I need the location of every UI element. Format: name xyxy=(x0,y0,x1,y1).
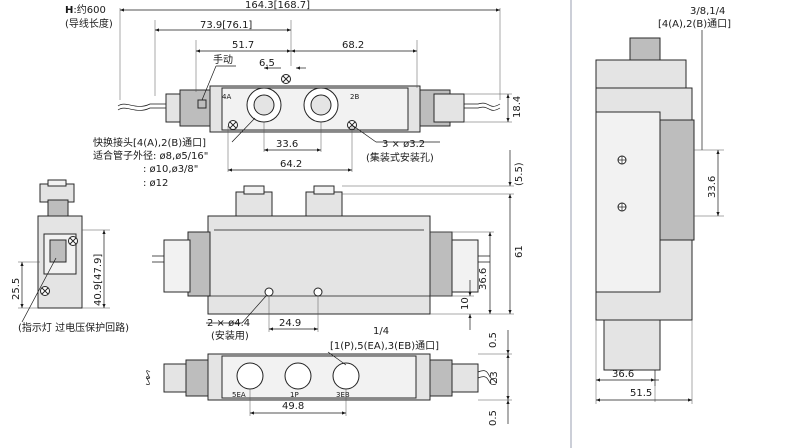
dim-40-9: 40.9[47.9] xyxy=(93,254,104,306)
dim-24-9: 24.9 xyxy=(279,318,301,329)
mount-screw-icon xyxy=(281,74,291,84)
top-view: 4A 2B H:约600 (导线长度) 164.3[168.7] 73.9[76… xyxy=(65,0,523,189)
dim-33-6: 33.6 xyxy=(276,139,298,150)
dim-overall-length: 164.3[168.7] xyxy=(245,0,310,11)
dim-18-4: 18.4 xyxy=(512,96,523,118)
dim-68-2: 68.2 xyxy=(342,40,364,51)
dim-23: 23 xyxy=(489,371,500,384)
indicator-note: (指示灯 过电压保护回路) xyxy=(18,321,129,334)
front-view: (5.5) 61 36.6 10 2 × ø4.4 (安装用) 24.9 xyxy=(152,150,525,342)
wire-length-label: H:约600 xyxy=(65,3,106,16)
port-5ea-label: 5EA xyxy=(232,391,246,399)
mount-hole-icon xyxy=(313,287,323,297)
side-view: 3/8,1/4 [4(A),2(B)通口] 33.6 36.6 51.5 xyxy=(595,6,731,404)
dim-6-5: 6.5 xyxy=(259,58,275,69)
dim-51-7: 51.7 xyxy=(232,40,254,51)
dim-10: 10 xyxy=(460,297,471,310)
mount-hole-icon xyxy=(264,287,274,297)
side-dim-51-5: 51.5 xyxy=(630,388,652,399)
manual-override-label: 手动 xyxy=(213,53,233,66)
coil-front-left xyxy=(187,231,211,297)
left-view: 25.5 40.9[47.9] (指示灯 过电压保护回路) xyxy=(11,179,129,334)
lead-wire-right xyxy=(464,102,501,107)
port-4a-label: 4A xyxy=(222,93,231,101)
mount-screw-icon xyxy=(68,236,78,246)
dim-0-5-top: 0.5 xyxy=(488,332,499,348)
port-5ea-icon xyxy=(236,362,264,390)
side-dim-33-6: 33.6 xyxy=(707,176,718,198)
side-dim-36-6: 36.6 xyxy=(612,369,634,380)
fitting-side-top xyxy=(39,183,75,203)
port-1p-label: 1P xyxy=(290,391,299,399)
indicator-lamp-icon xyxy=(49,239,67,263)
fitting-callout-line3: : ø10,ø3/8" xyxy=(143,164,198,175)
mount-screw-icon xyxy=(228,120,238,130)
mount-holes-note: (安装用) xyxy=(211,329,249,342)
valve-body-front xyxy=(207,215,431,315)
coil-front-right xyxy=(429,231,453,297)
dim-25-5: 25.5 xyxy=(11,278,22,300)
lead-wire-left xyxy=(117,103,166,107)
lead-wire-bottom-left xyxy=(145,370,151,379)
bottom-view: 5EA 1P 3EB 1/4 [1(P),5(EA),3(EB)通口] 49.8… xyxy=(145,326,512,426)
bottom-port-size: 1/4 xyxy=(373,326,389,337)
dim-64-2: 64.2 xyxy=(280,159,302,170)
fitting-callout-line2: 适合管子外径: ø8,ø5/16" xyxy=(93,149,208,162)
dim-73-9: 73.9[76.1] xyxy=(200,20,252,31)
dim-5-5: (5.5) xyxy=(514,162,525,186)
port-2b-label: 2B xyxy=(350,93,359,101)
port-3eb-icon xyxy=(332,362,360,390)
side-ports-note: [4(A),2(B)通口] xyxy=(658,18,731,30)
port-1p-icon xyxy=(284,362,312,390)
dim-61: 61 xyxy=(514,245,525,258)
bottom-ports-note: [1(P),5(EA),3(EB)通口] xyxy=(330,340,439,352)
manual-override-button xyxy=(197,99,207,109)
fitting-callout-line4: : ø12 xyxy=(143,178,168,189)
dim-0-5-bottom: 0.5 xyxy=(488,410,499,426)
mount-screw-icon xyxy=(40,286,50,296)
fitting-callout-line1: 快换接头[4(A),2(B)通口] xyxy=(93,136,206,149)
coil-right xyxy=(433,93,465,123)
dim-49-8: 49.8 xyxy=(282,401,304,412)
manifold-holes-note: (集装式安装孔) xyxy=(366,151,434,164)
manifold-holes-label: 3 × ø3.2 xyxy=(382,139,425,150)
port-3eb-label: 3EB xyxy=(336,391,350,399)
mount-holes-label: 2 × ø4.4 xyxy=(207,318,250,329)
dim-36-6: 36.6 xyxy=(478,268,489,290)
wire-length-note: (导线长度) xyxy=(65,17,113,30)
fitting-front-left xyxy=(235,191,273,221)
side-thread-size: 3/8,1/4 xyxy=(690,6,725,17)
